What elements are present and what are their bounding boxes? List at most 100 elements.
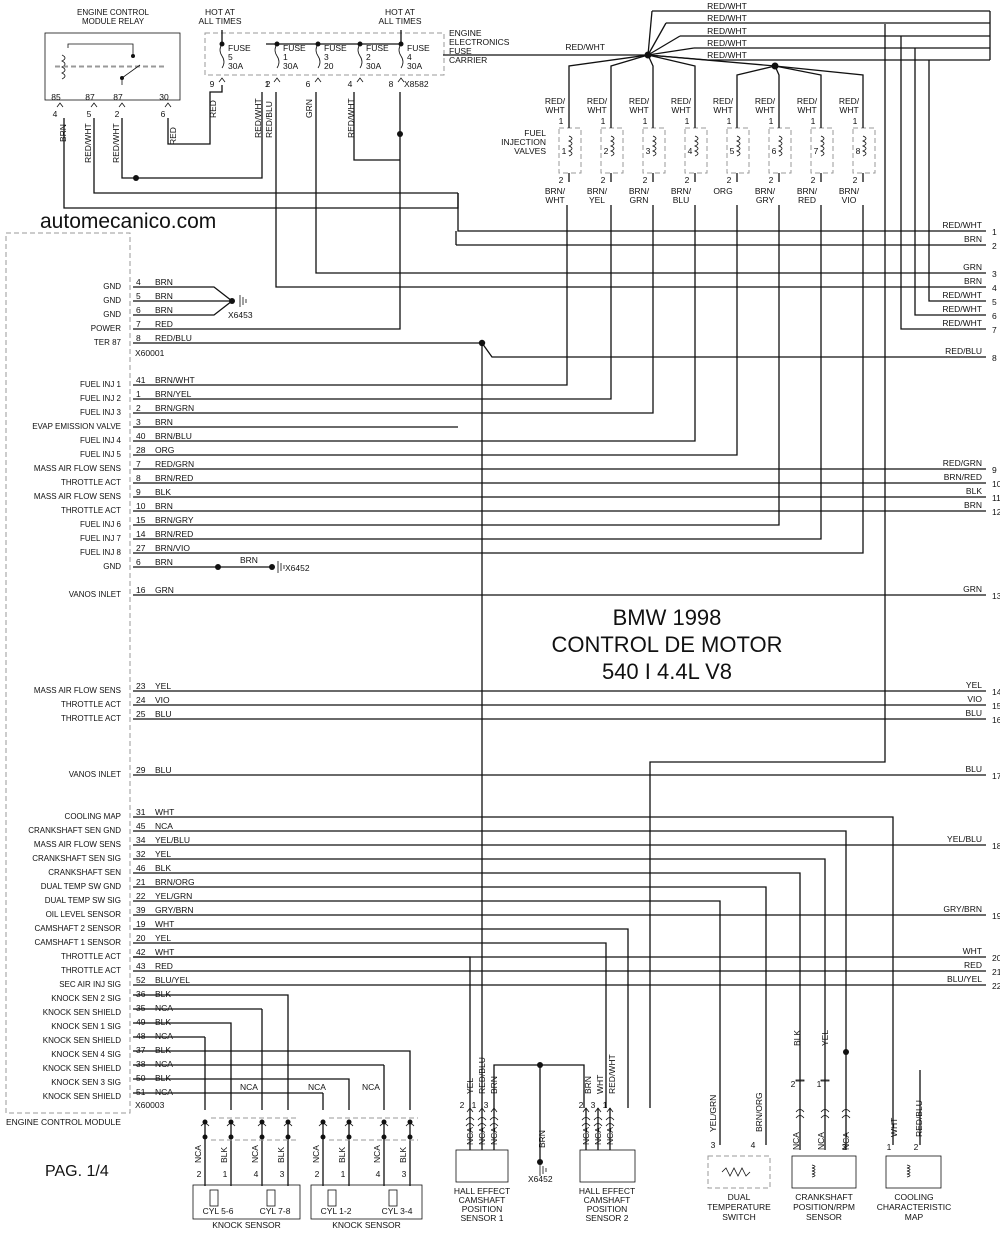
knock-nca-label: NCA bbox=[362, 1082, 380, 1092]
cam1-wire-label: NCA bbox=[477, 1127, 487, 1145]
dual-temp-pin: 3 bbox=[711, 1140, 716, 1150]
injector-pin: 2 bbox=[727, 175, 732, 185]
ecm-wire-label: BRN/RED bbox=[155, 473, 193, 483]
injector-wire-label: WHT bbox=[797, 105, 816, 115]
injector-pin: 2 bbox=[811, 175, 816, 185]
injector-number: 5 bbox=[730, 146, 735, 156]
relay-wire-label: RED bbox=[168, 127, 178, 145]
knock-wire-label: BLK bbox=[219, 1147, 229, 1163]
relay-redwht-wire bbox=[121, 92, 263, 179]
connector-arrow bbox=[397, 77, 405, 83]
injector-pin: 2 bbox=[685, 175, 690, 185]
knock-wire-label: BLK bbox=[398, 1147, 408, 1163]
title-line-2: CONTROL DE MOTOR bbox=[551, 632, 782, 657]
injector-number: 6 bbox=[772, 146, 777, 156]
fuse-number: 1 bbox=[283, 52, 288, 62]
relay-redwht-wire bbox=[93, 118, 458, 194]
injector-title: FUEL bbox=[524, 128, 546, 138]
injector-feed bbox=[774, 65, 780, 120]
ground-label: X6452 bbox=[285, 563, 310, 573]
dual-temp-title: TEMPERATURE bbox=[707, 1202, 771, 1212]
knock-element bbox=[209, 1189, 219, 1207]
ground-symbol bbox=[539, 1164, 547, 1176]
cam2-title: HALL EFFECT bbox=[579, 1186, 635, 1196]
cam1-title: CAMSHAFT bbox=[459, 1195, 506, 1205]
splice-dot bbox=[537, 1159, 543, 1165]
ecm-wire-label: VIO bbox=[155, 695, 170, 705]
relay-contact bbox=[121, 64, 141, 85]
ecm-pin-number: 36 bbox=[136, 989, 146, 999]
ecm-wire-label: NCA bbox=[155, 1031, 173, 1041]
injector-feed bbox=[774, 65, 822, 120]
inj1-wire bbox=[133, 205, 568, 386]
ecm-pin-number: 2 bbox=[136, 403, 141, 413]
injector-number: 4 bbox=[688, 146, 693, 156]
ecm-pin-name: MASS AIR FLOW SENS bbox=[34, 840, 121, 849]
fuse-symbol bbox=[315, 43, 321, 69]
ecm-pin-number: 42 bbox=[136, 947, 146, 957]
ecm-pin-name: THROTTLE ACT bbox=[61, 478, 121, 487]
exit-wire-label: BLU/YEL bbox=[947, 974, 982, 984]
injector-wire-label: GRY bbox=[756, 195, 775, 205]
cam2-pin: 1 bbox=[603, 1100, 608, 1110]
relay-internal bbox=[67, 43, 134, 54]
exit-wire-label: BLU bbox=[965, 764, 982, 774]
cam2-title: POSITION bbox=[587, 1204, 628, 1214]
ecm-pin-number: 23 bbox=[136, 681, 146, 691]
exit-number: 21 bbox=[992, 967, 1000, 977]
ecm-pin-name: THROTTLE ACT bbox=[61, 952, 121, 961]
bus-wire bbox=[647, 35, 681, 56]
fuse-symbol bbox=[274, 43, 280, 69]
thermistor-symbol bbox=[721, 1167, 751, 1177]
fuse-wire-label: RED/WHT bbox=[253, 98, 263, 138]
ecm-pin-number: 50 bbox=[136, 1073, 146, 1083]
injector-coil bbox=[777, 135, 783, 157]
ecm-pin-name: CAMSHAFT 2 SENSOR bbox=[34, 924, 121, 933]
bus-label: RED/WHT bbox=[707, 50, 747, 60]
injector-pin: 1 bbox=[727, 116, 732, 126]
ecm-pin-number: 10 bbox=[136, 501, 146, 511]
splice-dot bbox=[269, 564, 275, 570]
ground-wire-label: BRN bbox=[537, 1130, 547, 1148]
ecm-box bbox=[5, 232, 131, 1114]
relay-coil bbox=[61, 54, 66, 80]
fuse-pin: 2 bbox=[266, 79, 271, 89]
ecm-wire-label: RED bbox=[155, 961, 173, 971]
splice-dot bbox=[229, 298, 235, 304]
exit-wire-label: RED/GRN bbox=[943, 458, 982, 468]
power-wire bbox=[133, 134, 401, 330]
knock-cyl-label: CYL 3-4 bbox=[382, 1206, 413, 1216]
ecm-pin-number: 4 bbox=[136, 277, 141, 287]
bus-wire bbox=[647, 10, 653, 56]
exit-number: 18 bbox=[992, 841, 1000, 851]
injector-number: 2 bbox=[604, 146, 609, 156]
knock-wire-label: NCA bbox=[311, 1145, 321, 1163]
exit-wire-label: BRN bbox=[964, 276, 982, 286]
ecm-wire-label: BRN/RED bbox=[155, 529, 193, 539]
fuse-label: FUSE bbox=[407, 43, 430, 53]
ecm-pin-number: 27 bbox=[136, 543, 146, 553]
knock-wire bbox=[133, 994, 289, 1110]
cam2-title: CAMSHAFT bbox=[584, 1195, 631, 1205]
ecm-pin-number: 5 bbox=[136, 291, 141, 301]
cooling-title: COOLING bbox=[894, 1192, 933, 1202]
ecm-wire-label: WHT bbox=[155, 919, 174, 929]
ecm-pin-number: 15 bbox=[136, 515, 146, 525]
ecm-wire-label: BLK bbox=[155, 1073, 171, 1083]
cam1-title: HALL EFFECT bbox=[454, 1186, 510, 1196]
fuse-carrier-title: ELECTRONICS bbox=[449, 37, 510, 47]
knock-nca-label: NCA bbox=[240, 1082, 258, 1092]
splice-dot bbox=[133, 175, 139, 181]
ecm-wire-label: BRN/YEL bbox=[155, 389, 192, 399]
injector-coil bbox=[861, 135, 867, 157]
knock-cyl-label: CYL 5-6 bbox=[203, 1206, 234, 1216]
ecm-wire-label: WHT bbox=[155, 807, 174, 817]
cooling-box bbox=[885, 1155, 942, 1189]
ecm-wire-label: BRN bbox=[155, 305, 173, 315]
exit-wire-label: RED/BLU bbox=[945, 346, 982, 356]
injector-number: 7 bbox=[814, 146, 819, 156]
crank-pin: 3 bbox=[842, 1142, 847, 1152]
injector-coil bbox=[693, 135, 699, 157]
